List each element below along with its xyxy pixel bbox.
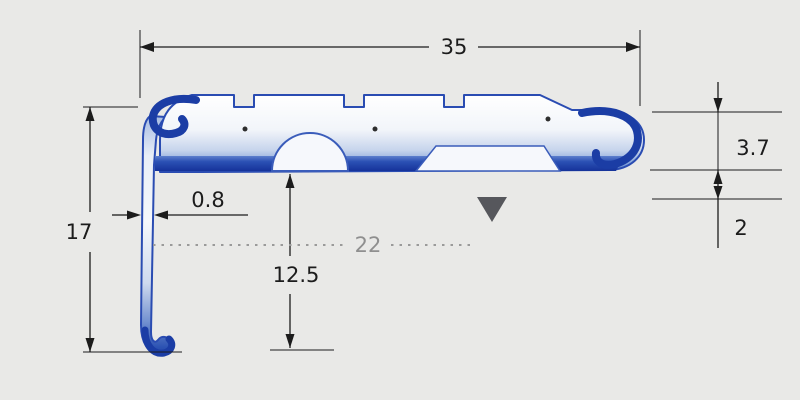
dimension-inner-width: 22 [153,233,470,257]
arrow-up-icon [285,174,295,188]
dimension-wall-thickness: 0.8 [112,188,248,220]
arrow-down-icon [285,334,295,348]
arrow-down-icon [713,98,723,112]
dim-label-lip-gap: 2 [734,216,747,240]
channel-trapezoid [414,145,562,172]
rivet-dot [372,126,378,132]
dim-label-wall-thickness: 0.8 [191,188,224,212]
arrow-right-icon [127,210,141,220]
arrow-left-icon [140,42,154,52]
leg-bottom-hook [141,326,176,357]
dimension-inner-height: 12.5 [270,174,334,351]
dimension-top-width: 35 [139,30,641,106]
dim-label-left-height: 17 [66,220,93,244]
arrow-left-icon [154,210,168,220]
dimension-right-side: 3.7 2 [650,82,782,248]
arrow-right-icon [626,42,640,52]
rivet-dot [545,116,551,122]
arrow-up-icon [713,170,723,184]
profile-body [140,94,645,357]
dim-label-inner-height: 12.5 [273,263,320,287]
dim-label-top-width: 35 [441,35,468,59]
marker-triangle-icon [477,197,507,222]
arrow-down-icon [713,186,723,199]
left-hook-curl [148,94,200,138]
rivet-dot [242,126,248,132]
dim-label-lip-height: 3.7 [736,136,769,160]
screw-dome [270,132,350,172]
dimension-left-height: 17 [66,106,182,353]
arrow-down-icon [85,338,95,352]
arrow-up-icon [85,107,95,121]
dim-label-inner-width: 22 [355,233,382,257]
right-hook-curl [578,107,642,169]
